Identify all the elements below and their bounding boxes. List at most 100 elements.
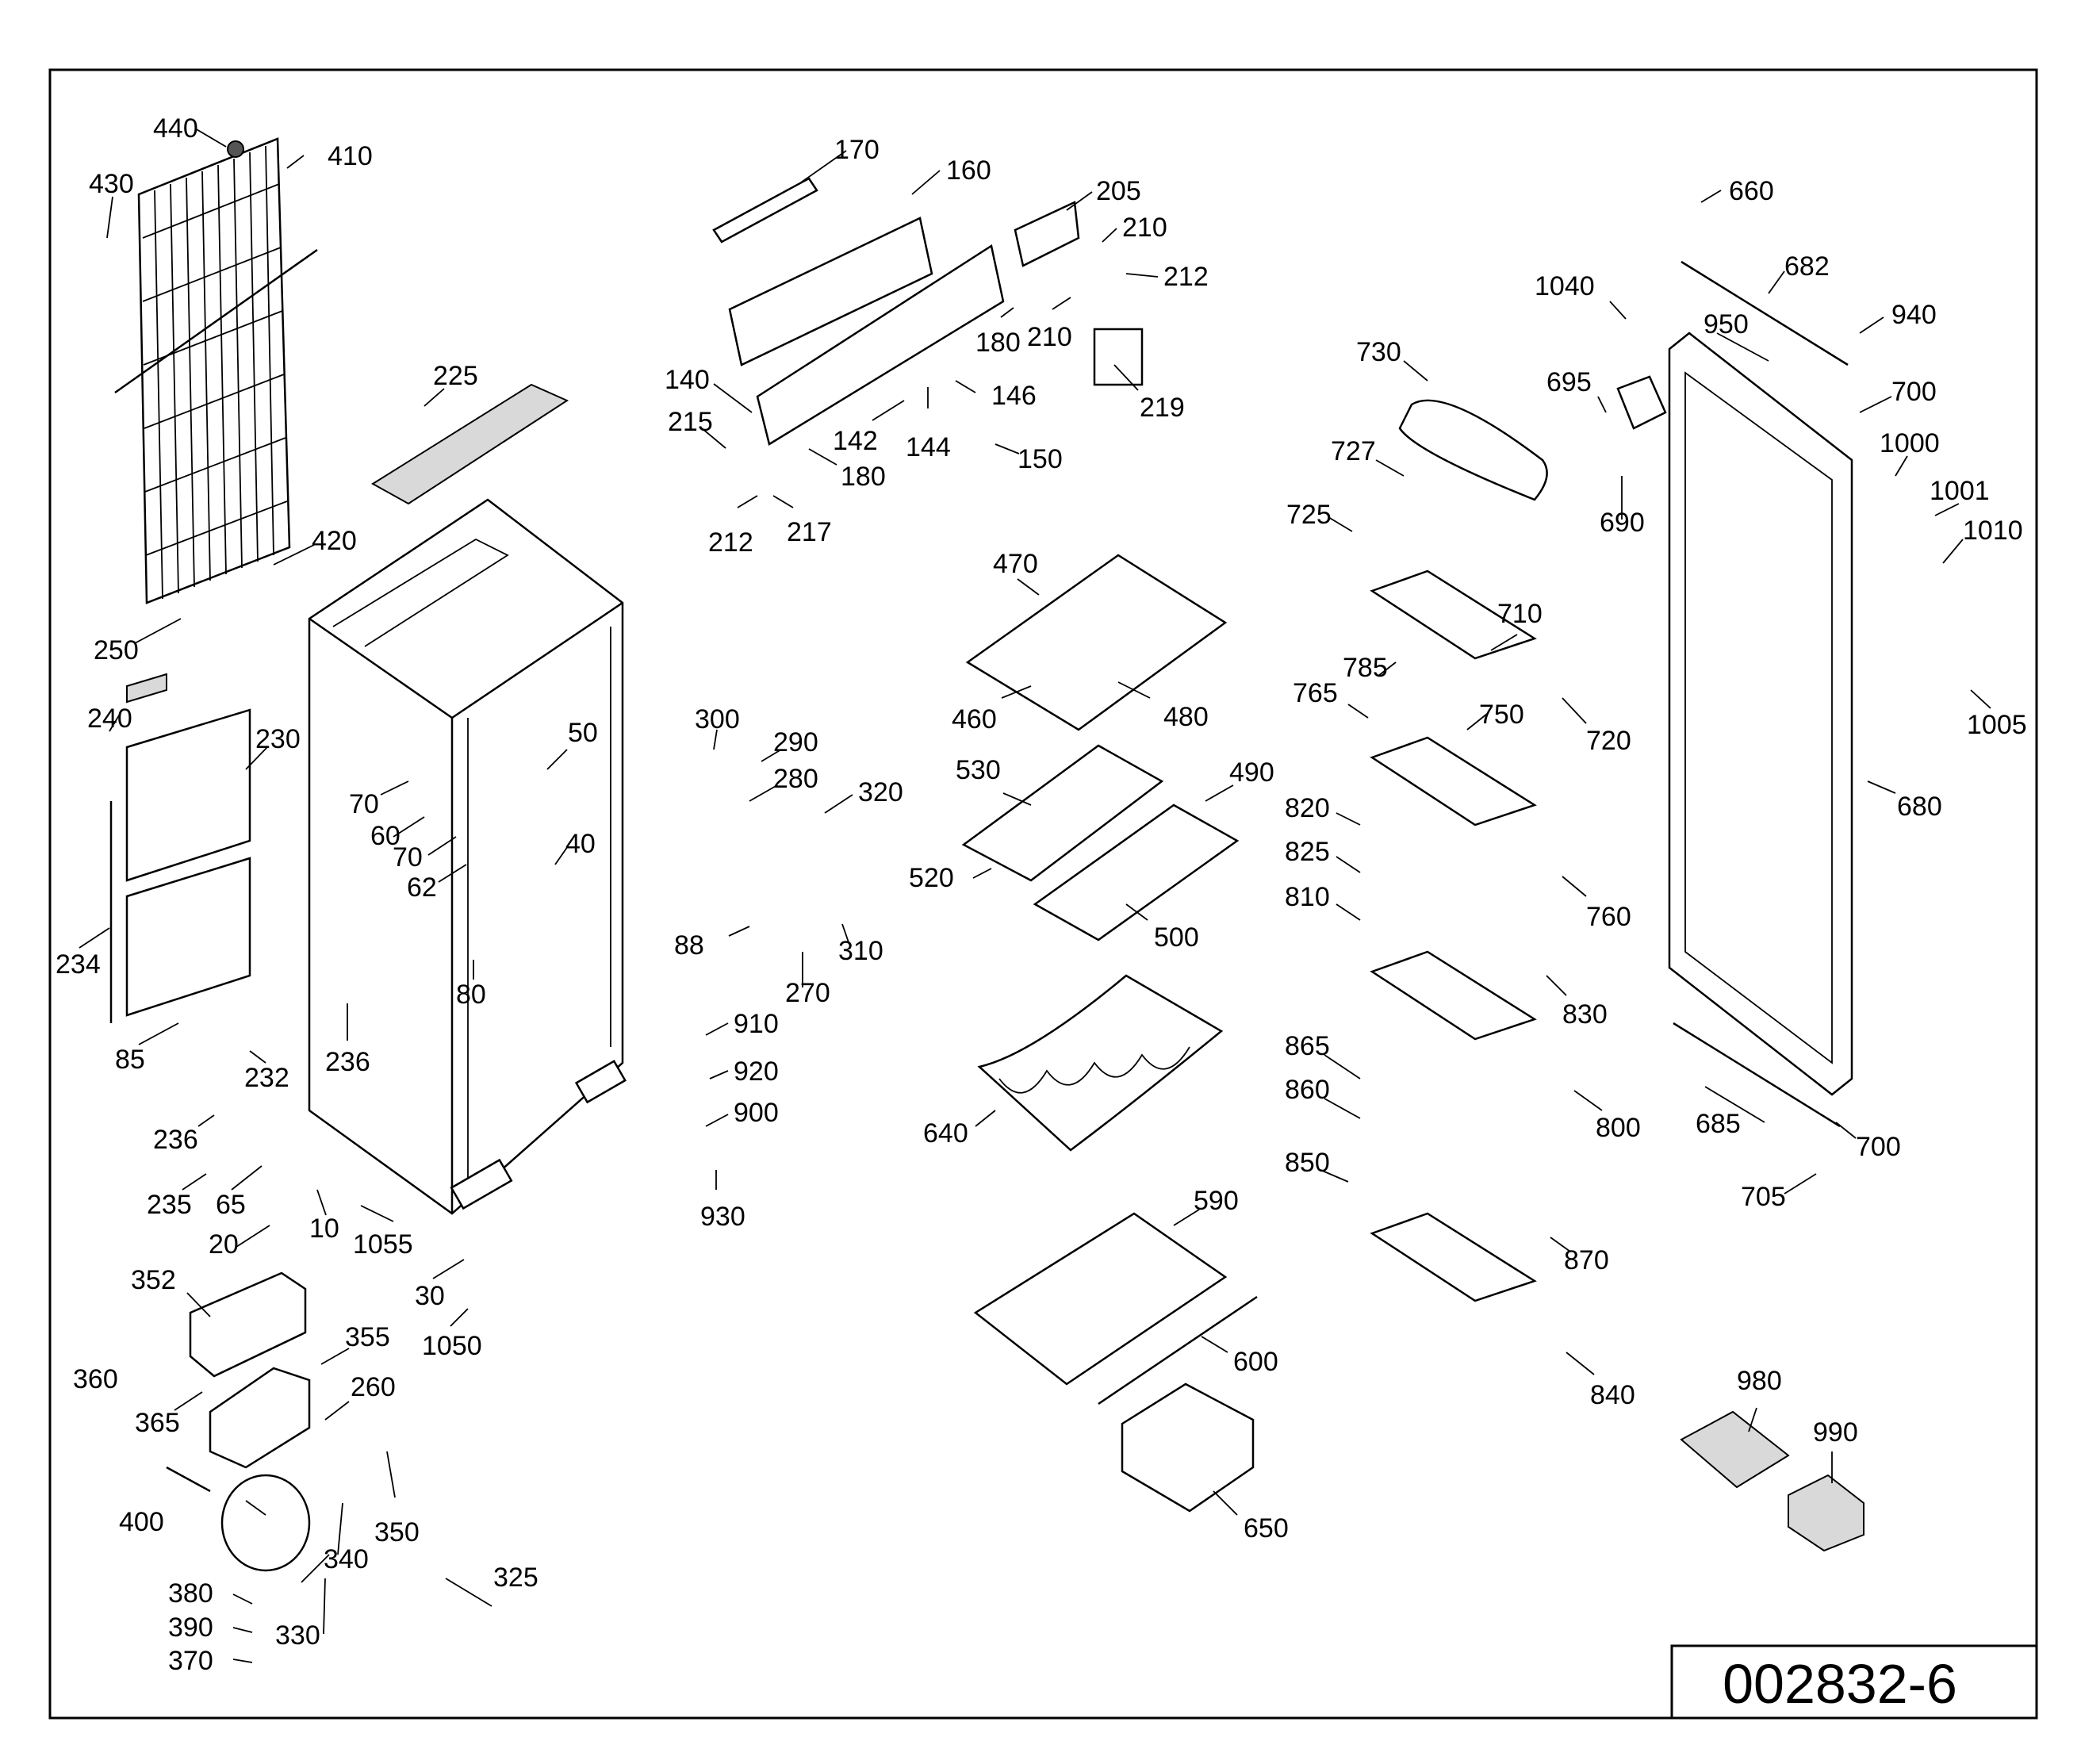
part-label: 370 <box>168 1646 213 1676</box>
part-label: 910 <box>734 1009 779 1039</box>
part-label: 390 <box>168 1613 213 1643</box>
part-label: 710 <box>1497 599 1543 629</box>
part-label: 205 <box>1096 176 1141 206</box>
part-label: 70 <box>349 789 379 819</box>
part-label: 750 <box>1479 700 1524 730</box>
part-label: 700 <box>1891 377 1937 407</box>
part-shapes <box>109 137 1864 1572</box>
part-label: 920 <box>734 1056 779 1087</box>
part-label: 234 <box>56 949 101 980</box>
part-label: 420 <box>312 526 357 556</box>
part-label: 980 <box>1737 1366 1782 1396</box>
part-label: 1001 <box>1930 476 1990 506</box>
part-label: 20 <box>209 1229 239 1260</box>
part-label: 320 <box>858 777 903 807</box>
part-label: 1040 <box>1535 271 1595 301</box>
part-label: 600 <box>1233 1347 1278 1377</box>
part-label: 300 <box>695 704 740 734</box>
leader-lines <box>79 128 1991 1663</box>
part-label: 900 <box>734 1098 779 1128</box>
top-grille <box>371 383 569 505</box>
part-label: 930 <box>700 1202 745 1232</box>
part-label: 232 <box>244 1063 289 1093</box>
part-label: 950 <box>1704 309 1749 339</box>
part-label: 440 <box>153 113 198 144</box>
part-label: 146 <box>991 381 1037 411</box>
part-label: 730 <box>1356 337 1401 367</box>
part-label: 250 <box>94 635 139 665</box>
part-label: 840 <box>1590 1380 1635 1410</box>
part-label: 1010 <box>1963 516 2023 546</box>
part-label: 870 <box>1564 1245 1609 1275</box>
part-label: 720 <box>1586 726 1631 756</box>
part-label: 682 <box>1784 251 1830 282</box>
part-label: 785 <box>1343 653 1388 683</box>
part-label: 65 <box>216 1190 246 1220</box>
part-label: 290 <box>773 727 818 757</box>
part-label: 480 <box>1163 702 1209 732</box>
part-label: 660 <box>1729 176 1774 206</box>
part-label: 1055 <box>353 1229 413 1260</box>
part-label: 1005 <box>1967 710 2027 740</box>
control-housing <box>712 177 1144 446</box>
part-label: 530 <box>956 755 1001 785</box>
part-label: 310 <box>838 936 883 966</box>
part-label: 650 <box>1244 1513 1289 1544</box>
part-label: 725 <box>1286 500 1332 530</box>
part-label: 865 <box>1285 1031 1330 1061</box>
part-label: 410 <box>328 141 373 171</box>
part-label: 690 <box>1600 508 1645 538</box>
part-label: 235 <box>147 1190 192 1220</box>
part-label: 700 <box>1856 1132 1901 1162</box>
compressor-area <box>166 1271 311 1572</box>
part-label: 40 <box>565 829 596 859</box>
part-label: 760 <box>1586 902 1631 932</box>
part-label: 352 <box>131 1265 176 1295</box>
part-label: 330 <box>275 1620 320 1651</box>
part-label: 470 <box>993 549 1038 579</box>
part-label: 142 <box>833 426 878 456</box>
part-label: 365 <box>135 1408 180 1438</box>
part-label: 800 <box>1596 1113 1641 1143</box>
part-label: 350 <box>374 1517 420 1547</box>
part-label: 727 <box>1331 436 1376 466</box>
part-label: 236 <box>153 1125 198 1155</box>
condenser-coil <box>114 137 318 604</box>
part-label: 360 <box>73 1364 118 1394</box>
part-label: 170 <box>834 135 880 165</box>
part-label: 260 <box>351 1372 396 1402</box>
part-label: 140 <box>665 365 710 395</box>
part-label: 380 <box>168 1578 213 1609</box>
back-panel <box>109 673 251 1023</box>
part-label: 340 <box>324 1544 369 1574</box>
part-label: 60 <box>370 821 400 851</box>
part-label: 240 <box>87 704 132 734</box>
part-label: 270 <box>785 978 830 1008</box>
part-label: 500 <box>1154 922 1199 953</box>
part-label: 355 <box>345 1322 390 1352</box>
part-label: 520 <box>909 863 954 893</box>
part-label: 860 <box>1285 1075 1330 1105</box>
part-label: 325 <box>493 1563 538 1593</box>
part-label: 210 <box>1122 213 1167 243</box>
part-label: 990 <box>1813 1417 1858 1448</box>
drawing-number-box <box>1670 1644 2038 1720</box>
part-label: 1000 <box>1880 428 1940 458</box>
part-label: 1050 <box>422 1331 482 1361</box>
refrigerator-door <box>1616 260 1853 1128</box>
part-label: 695 <box>1546 367 1592 397</box>
part-label: 10 <box>309 1214 339 1244</box>
drawing-number: 002832-6 <box>1723 1653 1957 1715</box>
part-label: 85 <box>115 1045 145 1075</box>
part-label: 30 <box>415 1281 445 1311</box>
part-label: 590 <box>1194 1186 1239 1216</box>
part-label: 50 <box>568 718 598 748</box>
part-label: 280 <box>773 764 818 794</box>
part-label: 825 <box>1285 837 1330 867</box>
part-label: 215 <box>668 407 713 437</box>
glass-shelves <box>961 554 1258 1513</box>
part-label: 88 <box>674 930 704 961</box>
part-label: 850 <box>1285 1148 1330 1178</box>
part-label: 680 <box>1897 792 1942 822</box>
